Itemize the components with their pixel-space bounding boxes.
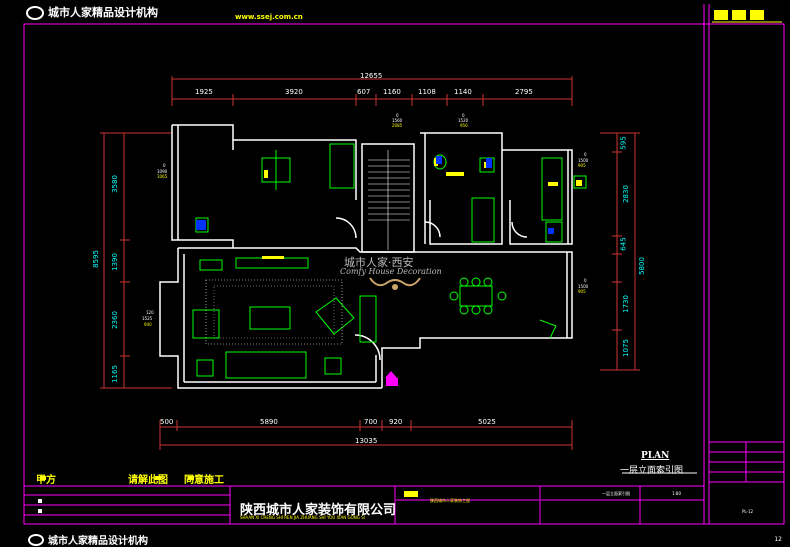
right-dimension-lines xyxy=(600,132,640,371)
dim-top-seg: 1925 xyxy=(195,88,213,96)
drawing-scale: 1:80 xyxy=(672,491,681,496)
plan-label-en: PLAN xyxy=(641,451,670,461)
drawing-number: PL-12 xyxy=(742,509,754,514)
annotation: 1065 xyxy=(157,174,168,179)
annotation: 0 xyxy=(584,152,587,157)
annotation: 0 xyxy=(396,113,399,118)
watermark-ornament xyxy=(369,277,421,287)
dim-top-seg: 3920 xyxy=(285,88,303,96)
annotation: 950 xyxy=(460,123,468,128)
plan-label-cn: 一层立面索引图 xyxy=(620,466,684,476)
watermark-en: Comfy House Decoration xyxy=(340,267,442,276)
annotation: 0 xyxy=(584,278,587,283)
company-name: 陕西城市人家装饰有限公司 xyxy=(240,503,397,518)
project-name: 陕西城市人家装饰工程 xyxy=(430,498,470,503)
dim-top-seg: 1160 xyxy=(383,88,401,96)
watermark-cn: 城市人家·西安 xyxy=(344,256,414,269)
dim-bottom-seg: 500 xyxy=(160,418,174,426)
footer-logo-icon xyxy=(28,534,44,546)
walls xyxy=(159,124,573,389)
annotation: 905 xyxy=(578,163,586,168)
dim-bottom-seg: 5890 xyxy=(260,418,278,426)
page-number: 12 xyxy=(774,536,782,543)
company-name-en: SHAAN XI CHENG SHI REN JIA ZHUANG SHI YO… xyxy=(240,515,365,520)
dim-right-seg: 5800 xyxy=(637,257,646,275)
notice-1: 请解此图 xyxy=(128,475,168,486)
dim-right-seg: 1730 xyxy=(621,295,630,313)
annotation: 1500 xyxy=(578,158,589,163)
header-bar xyxy=(0,0,790,22)
drawing-name: 一层立面索引图 xyxy=(602,491,630,496)
annotation: 1090 xyxy=(157,169,168,174)
owner-label: 甲方 xyxy=(36,475,56,486)
bottom-dimension-lines xyxy=(159,420,573,450)
dim-top-seg: 2795 xyxy=(515,88,533,96)
dim-bottom-total: 13035 xyxy=(355,437,378,445)
flag-icon xyxy=(714,10,728,20)
drawing-frame xyxy=(23,23,785,525)
dim-right-seg: 645 xyxy=(619,237,628,251)
annotation: 2085 xyxy=(392,123,403,128)
left-dimension-lines xyxy=(100,132,172,389)
dim-bottom-seg: 700 xyxy=(364,418,378,426)
dim-left-seg: 3580 xyxy=(110,175,119,193)
annotation: 1560 xyxy=(392,118,403,123)
blue-fixtures xyxy=(196,156,554,234)
dim-bottom-seg: 5025 xyxy=(478,418,496,426)
dim-top-seg: 1108 xyxy=(418,88,436,96)
dim-bottom-seg: 920 xyxy=(389,418,403,426)
dim-top-seg: 1140 xyxy=(454,88,472,96)
annotation: 940 xyxy=(144,322,152,327)
notice-2: 同意施工 xyxy=(184,475,224,486)
header-title: 城市人家精品设计机构 xyxy=(48,6,158,19)
dim-left-total: 8595 xyxy=(91,250,100,268)
dim-right-seg: 2830 xyxy=(621,185,630,203)
staircase xyxy=(368,150,410,250)
header-url: www.ssej.com.cn xyxy=(235,13,303,21)
dim-right-seg: 595 xyxy=(619,136,628,150)
annotation: 1500 xyxy=(578,284,589,289)
annotation: 120 xyxy=(146,310,154,315)
carpet xyxy=(205,279,343,345)
dim-left-seg: 1165 xyxy=(110,365,119,383)
logo-icon xyxy=(26,6,44,20)
dim-left-seg: 1390 xyxy=(110,253,119,271)
dim-right-seg: 1075 xyxy=(621,339,630,357)
footer-title: 城市人家精品设计机构 xyxy=(48,536,148,547)
flag-icon xyxy=(750,10,764,20)
dim-top-seg: 607 xyxy=(357,88,371,96)
annotation: 1520 xyxy=(458,118,469,123)
top-dimension-lines xyxy=(171,76,573,106)
entrance-arrow-icon xyxy=(385,371,397,378)
dim-left-seg: 2360 xyxy=(110,311,119,329)
annotation: 0 xyxy=(462,113,465,118)
flag-icon xyxy=(732,10,746,20)
annotation: 905 xyxy=(578,289,586,294)
annotation: 0 xyxy=(163,163,166,168)
annotation: 1525 xyxy=(142,316,153,321)
dim-top-total: 12655 xyxy=(360,72,383,80)
